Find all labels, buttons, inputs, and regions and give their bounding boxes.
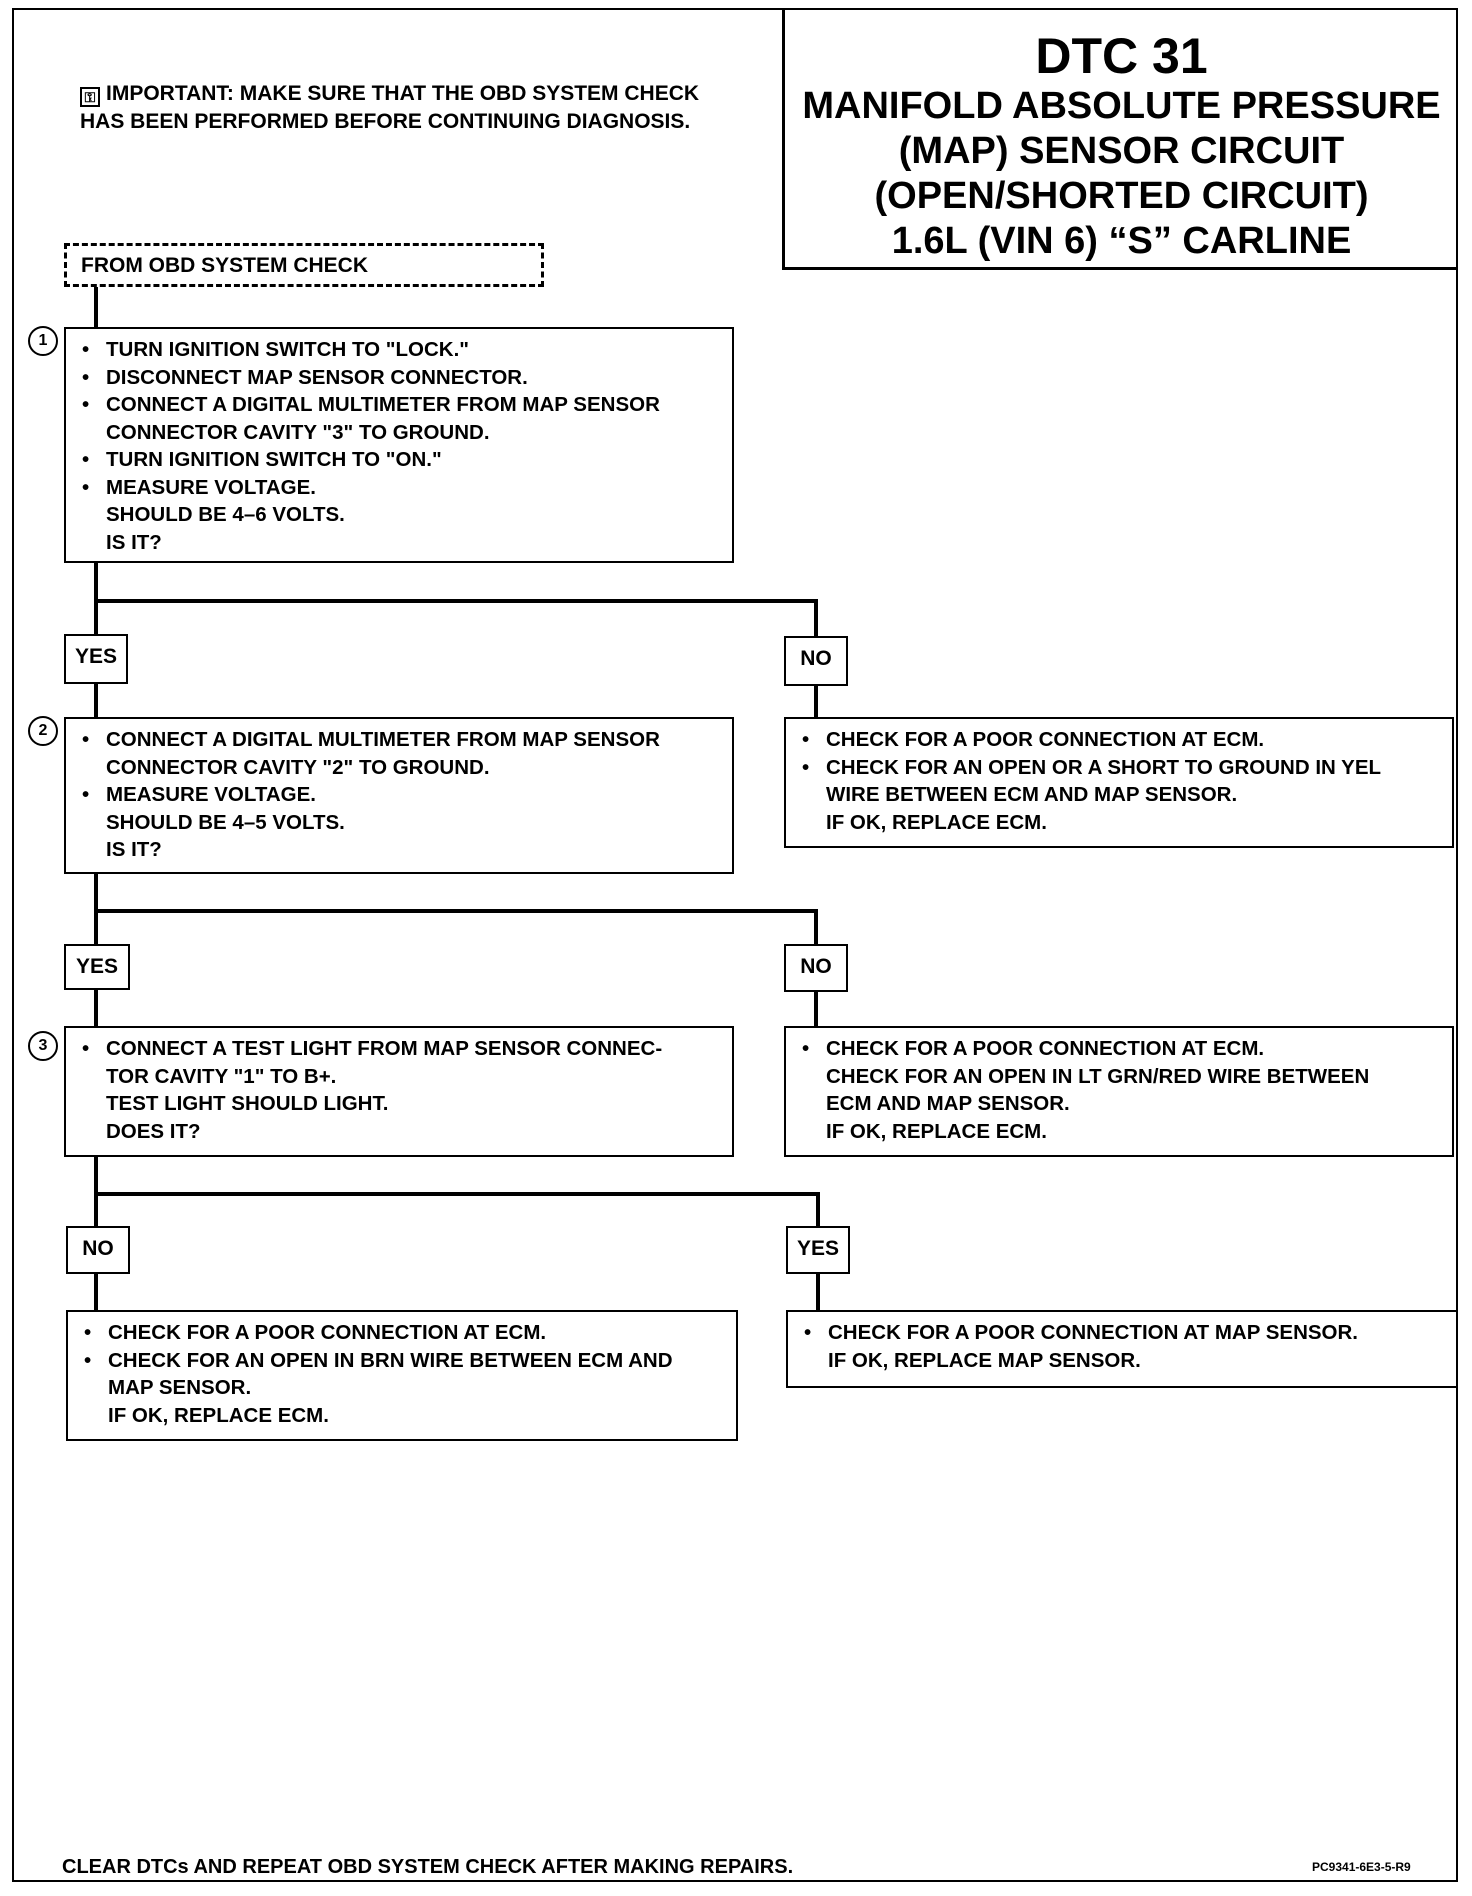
result-2-box: CHECK FOR A POOR CONNECTION AT ECM. CHEC… — [784, 1026, 1454, 1157]
dtc-code: DTC 31 — [1035, 28, 1208, 84]
result-line: MAP SENSOR. — [108, 1376, 252, 1399]
yes-label: YES — [64, 944, 130, 990]
step-number-3: 3 — [28, 1031, 58, 1061]
step-line: TOR CAVITY "1" TO B+. — [106, 1064, 337, 1088]
result-line: IF OK, REPLACE ECM. — [108, 1403, 329, 1427]
step-line: IS IT? — [106, 838, 162, 861]
result-line: IF OK, REPLACE ECM. — [826, 810, 1047, 834]
title-line: (MAP) SENSOR CIRCUIT — [898, 130, 1345, 172]
start-box: FROM OBD SYSTEM CHECK — [64, 243, 544, 287]
yes-label: YES — [64, 634, 128, 684]
step-2-box: CONNECT A DIGITAL MULTIMETER FROM MAP SE… — [64, 717, 734, 874]
result-line: CHECK FOR A POOR CONNECTION AT ECM. — [82, 1319, 726, 1347]
title-line: (OPEN/SHORTED CIRCUIT) — [874, 175, 1369, 217]
step-line: CONNECTOR CAVITY "2" TO GROUND. — [106, 755, 490, 779]
step-line: CONNECT A DIGITAL MULTIMETER FROM MAP SE… — [80, 726, 722, 754]
step-line: SHOULD BE 4–5 VOLTS. — [106, 810, 345, 834]
title-block: DTC 31 MANIFOLD ABSOLUTE PRESSURE (MAP) … — [782, 10, 1458, 270]
result-line: CHECK FOR A POOR CONNECTION AT ECM. — [800, 726, 1442, 754]
key-icon: ⚿ — [80, 87, 100, 107]
figure-code: PC9341-6E3-5-R9 — [1312, 1860, 1411, 1874]
result-1-box: CHECK FOR A POOR CONNECTION AT ECM. CHEC… — [784, 717, 1454, 848]
result-line: IF OK, REPLACE ECM. — [826, 1119, 1047, 1143]
footer-note: CLEAR DTCs AND REPEAT OBD SYSTEM CHECK A… — [62, 1856, 794, 1878]
result-line: CHECK FOR AN OPEN IN BRN WIRE BETWEEN EC… — [82, 1347, 726, 1375]
step-1-box: TURN IGNITION SWITCH TO "LOCK." DISCONNE… — [64, 327, 734, 563]
step-line: CONNECT A TEST LIGHT FROM MAP SENSOR CON… — [80, 1035, 722, 1063]
important-line: IMPORTANT: MAKE SURE THAT THE OBD SYSTEM… — [106, 82, 700, 105]
result-line: IF OK, REPLACE MAP SENSOR. — [828, 1348, 1141, 1372]
step-line: TURN IGNITION SWITCH TO "LOCK." — [80, 336, 722, 364]
page-frame — [12, 8, 1458, 1882]
title-line: MANIFOLD ABSOLUTE PRESSURE — [802, 85, 1441, 127]
result-line: CHECK FOR AN OPEN IN LT GRN/RED WIRE BET… — [826, 1064, 1370, 1088]
result-3-box: CHECK FOR A POOR CONNECTION AT ECM. CHEC… — [66, 1310, 738, 1441]
step-3-box: CONNECT A TEST LIGHT FROM MAP SENSOR CON… — [64, 1026, 734, 1157]
step-line: SHOULD BE 4–6 VOLTS. — [106, 503, 345, 526]
start-label: FROM OBD SYSTEM CHECK — [81, 254, 369, 277]
result-line: WIRE BETWEEN ECM AND MAP SENSOR. — [826, 783, 1238, 806]
important-note: ⚿ IMPORTANT: MAKE SURE THAT THE OBD SYSTE… — [80, 80, 699, 136]
step-line: CONNECT A DIGITAL MULTIMETER FROM MAP SE… — [80, 391, 722, 419]
step-line: DISCONNECT MAP SENSOR CONNECTOR. — [80, 364, 722, 392]
result-line: CHECK FOR AN OPEN OR A SHORT TO GROUND I… — [800, 754, 1442, 782]
step-line: TEST LIGHT SHOULD LIGHT. — [106, 1092, 389, 1115]
result-line: CHECK FOR A POOR CONNECTION AT ECM. — [800, 1035, 1442, 1063]
no-label: NO — [66, 1226, 130, 1274]
step-line: CONNECTOR CAVITY "3" TO GROUND. — [106, 420, 490, 444]
yes-label: YES — [786, 1226, 850, 1274]
step-line: DOES IT? — [106, 1119, 201, 1143]
result-line: ECM AND MAP SENSOR. — [826, 1092, 1070, 1115]
step-line: MEASURE VOLTAGE. — [80, 474, 722, 502]
step-number-2: 2 — [28, 716, 58, 746]
important-line: HAS BEEN PERFORMED BEFORE CONTINUING DIA… — [80, 110, 691, 133]
step-line: TURN IGNITION SWITCH TO "ON." — [80, 446, 722, 474]
no-label: NO — [784, 636, 848, 686]
step-line: MEASURE VOLTAGE. — [80, 781, 722, 809]
title-line: 1.6L (VIN 6) “S” CARLINE — [891, 220, 1352, 262]
result-4-box: CHECK FOR A POOR CONNECTION AT MAP SENSO… — [786, 1310, 1458, 1388]
no-label: NO — [784, 944, 848, 992]
result-line: CHECK FOR A POOR CONNECTION AT MAP SENSO… — [802, 1319, 1446, 1347]
step-number-1: 1 — [28, 326, 58, 356]
step-line: IS IT? — [106, 530, 162, 554]
